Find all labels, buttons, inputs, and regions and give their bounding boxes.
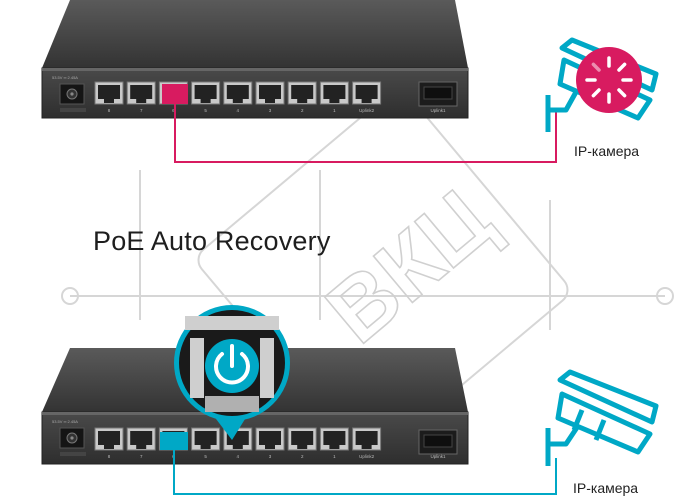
power-jack	[59, 83, 85, 105]
power-label: 53.5V ═ 2.45A	[52, 419, 78, 424]
ethernet-port: 7	[126, 427, 156, 459]
diagram-title: PoE Auto Recovery	[93, 226, 331, 256]
camera-label-bottom: IP-камера	[573, 480, 639, 496]
port-number-label: 3	[269, 454, 272, 459]
ethernet-port: 5	[191, 81, 221, 113]
port-number-label: 3	[269, 108, 272, 113]
ethernet-port: Uplink2	[352, 81, 382, 113]
sfp-port	[418, 429, 458, 455]
port-number-label: 7	[140, 454, 143, 459]
security-camera-icon	[545, 369, 659, 466]
recovered-port-marker	[160, 432, 188, 450]
ethernet-port: 4	[223, 81, 253, 113]
cable-top	[174, 104, 557, 163]
ethernet-port: 1	[319, 427, 349, 459]
port-number-label: 8	[108, 108, 111, 113]
port-number-label: 8	[108, 454, 111, 459]
power-label: 53.5V ═ 2.45A	[52, 75, 78, 80]
ethernet-port: 5	[191, 427, 221, 459]
port-number-label: 5	[204, 454, 207, 459]
power-recovery-icon	[205, 339, 259, 393]
port-number-label: 2	[301, 108, 304, 113]
sfp-label: Uplink1	[430, 454, 446, 459]
ethernet-port: 8	[94, 81, 124, 113]
sfp-label: Uplink1	[430, 108, 446, 113]
port-number-label: 6	[172, 108, 175, 113]
cable-bottom	[173, 450, 557, 495]
network-switch-top: 53.5V ═ 2.45A 8 7 6 5 4 3 2 1 Uplink2 Uplink1	[41, 0, 469, 119]
port-zoom-callout	[174, 305, 290, 440]
ethernet-port: Uplink2	[352, 427, 382, 459]
port-number-label: 4	[237, 454, 240, 459]
watermark-text: ВКЦ	[308, 169, 511, 362]
ethernet-port: 3	[255, 81, 285, 113]
camera-label-top: IP-камера	[574, 143, 640, 159]
loading-spinner-icon	[576, 47, 642, 113]
port-number-label: 1	[333, 454, 336, 459]
ethernet-port: 2	[287, 81, 317, 113]
port-number-label: 2	[301, 454, 304, 459]
sfp-port	[418, 81, 458, 107]
faulty-port-marker	[162, 84, 188, 104]
port-number-label: 5	[204, 108, 207, 113]
port-number-label: 7	[140, 108, 143, 113]
ethernet-port: 7	[126, 81, 156, 113]
ethernet-port: 8	[94, 427, 124, 459]
port-number-label: Uplink2	[359, 454, 375, 459]
port-number-label: 1	[333, 108, 336, 113]
power-jack	[59, 427, 85, 449]
ethernet-port: 2	[287, 427, 317, 459]
ethernet-port: 3	[255, 427, 285, 459]
port-number-label: Uplink2	[359, 108, 375, 113]
ethernet-port: 1	[319, 81, 349, 113]
port-number-label: 4	[237, 108, 240, 113]
